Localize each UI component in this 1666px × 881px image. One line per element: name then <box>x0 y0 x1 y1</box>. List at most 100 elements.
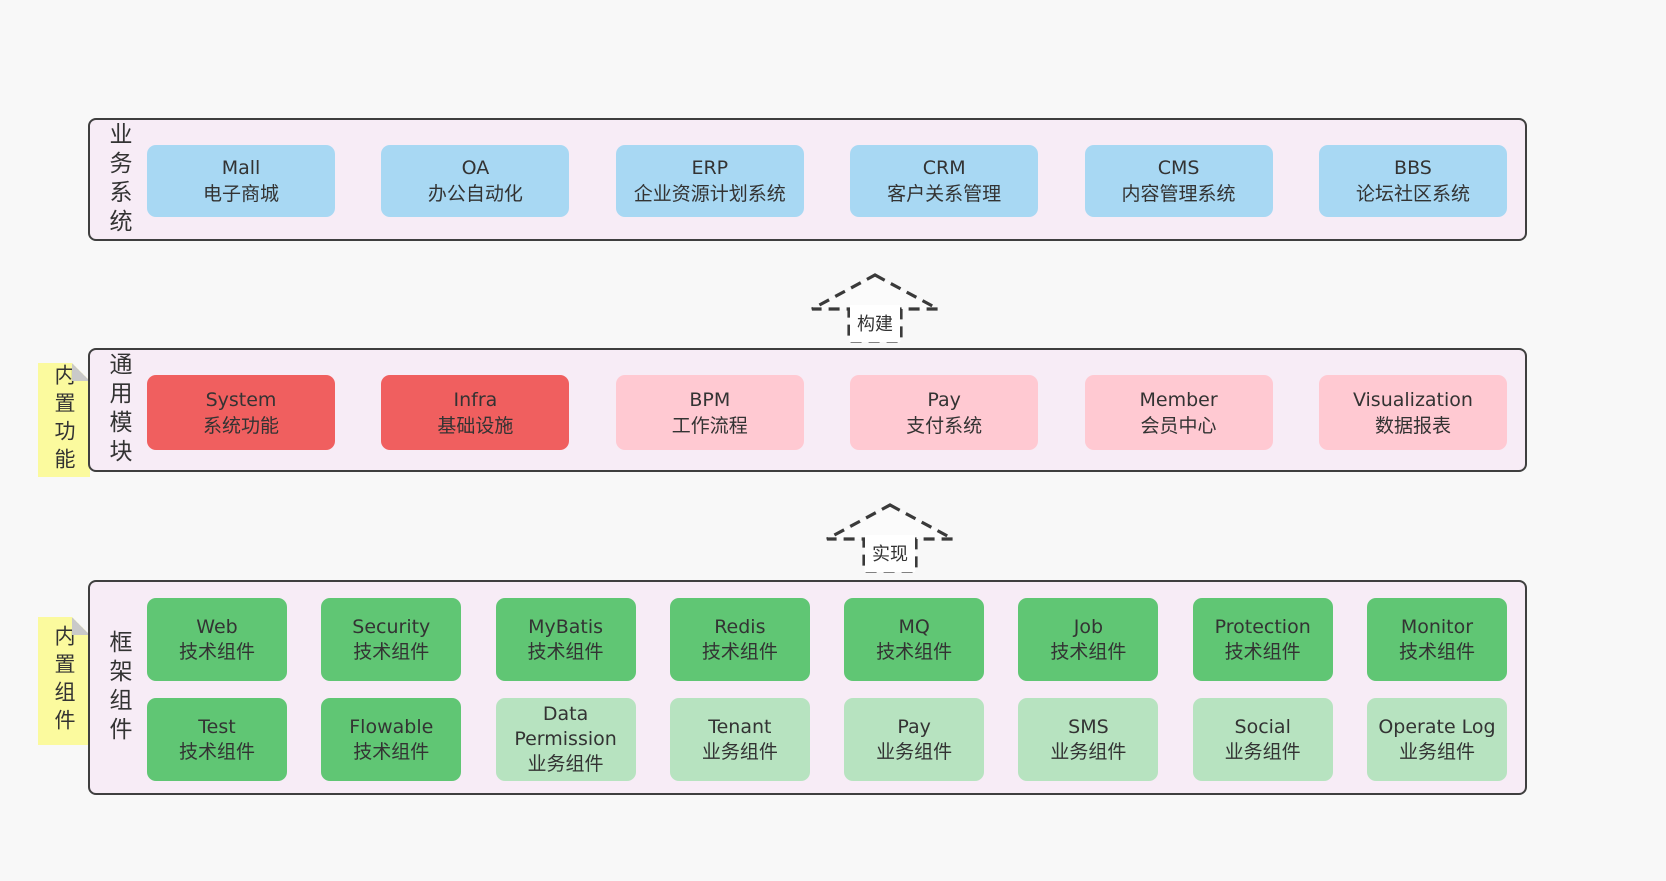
box-desc: 企业资源计划系统 <box>633 183 786 205</box>
arrow-implement-up: 实现 <box>826 503 954 573</box>
box-desc: 技术组件 <box>178 640 255 663</box>
box-protection: Protection 技术组件 <box>1192 598 1333 681</box>
box-name: Member <box>1139 388 1218 411</box>
box-name: Pay <box>927 388 961 411</box>
box-job: Job 技术组件 <box>1018 598 1159 681</box>
box-desc: 业务组件 <box>527 753 604 775</box>
box-name: Tenant <box>708 715 772 738</box>
box-desc: 业务组件 <box>1050 740 1127 763</box>
box-name: Redis <box>714 615 766 638</box>
box-desc: 数据报表 <box>1374 414 1451 437</box>
box-infra: Infra 基础设施 <box>381 375 570 450</box>
box-name: Job <box>1073 615 1104 638</box>
box-data-permission: Data Permission 业务组件 <box>495 698 636 781</box>
box-system: System 系统功能 <box>147 375 335 450</box>
box-desc: 技术组件 <box>353 640 430 663</box>
box-desc: 业务组件 <box>1224 740 1301 763</box>
sticky-note-builtin-components: 内置组件 <box>38 617 90 745</box>
layer-common-modules: 通用模块 System 系统功能 Infra 基础设施 BPM 工作流程 Pay… <box>88 348 1527 472</box>
box-desc: 工作流程 <box>671 414 748 437</box>
layer-modules-label: 通用模块 <box>105 352 131 468</box>
box-pay-component: Pay 业务组件 <box>844 698 985 781</box>
box-name: MQ <box>898 615 930 638</box>
box-desc: 客户关系管理 <box>887 183 1002 205</box>
box-desc: 技术组件 <box>527 640 604 663</box>
box-bbs: BBS 论坛社区系统 <box>1318 145 1507 217</box>
box-security: Security 技术组件 <box>321 598 462 681</box>
layer-business-label: 业务系统 <box>105 121 131 238</box>
business-box-row: Mall 电子商城 OA 办公自动化 ERP 企业资源计划系统 CRM 客户关系… <box>147 145 1507 217</box>
box-redis: Redis 技术组件 <box>669 598 810 681</box>
box-name: Monitor <box>1400 615 1474 638</box>
box-name: Mall <box>221 157 261 179</box>
box-test: Test 技术组件 <box>147 698 287 781</box>
box-name: MyBatis <box>528 615 604 638</box>
box-name: SMS <box>1068 715 1109 738</box>
box-desc: 支付系统 <box>906 414 983 437</box>
box-name: ERP <box>691 157 729 179</box>
box-desc: 系统功能 <box>202 414 279 437</box>
box-name: Security <box>352 615 431 638</box>
box-crm: CRM 客户关系管理 <box>850 145 1039 217</box>
box-desc: 技术组件 <box>701 640 778 663</box>
box-name: Social <box>1234 715 1291 738</box>
box-desc: 办公自动化 <box>427 183 523 205</box>
box-name: BBS <box>1394 157 1432 179</box>
layer-components-label: 框架组件 <box>105 629 131 746</box>
arrow-build-up: 构建 <box>811 273 939 343</box>
box-name: Protection <box>1214 615 1311 638</box>
box-bpm: BPM 工作流程 <box>615 375 804 450</box>
box-desc: 电子商城 <box>202 183 279 205</box>
box-sms: SMS 业务组件 <box>1018 698 1159 781</box>
box-web: Web 技术组件 <box>147 598 287 681</box>
box-mybatis: MyBatis 技术组件 <box>495 598 636 681</box>
box-desc: 技术组件 <box>353 740 430 763</box>
box-desc: 技术组件 <box>1224 640 1301 663</box>
box-name: BPM <box>689 388 731 411</box>
box-desc: 基础设施 <box>437 414 514 437</box>
box-desc: 业务组件 <box>876 740 953 763</box>
box-member: Member 会员中心 <box>1084 375 1273 450</box>
box-name: Pay <box>897 715 931 738</box>
box-desc: 业务组件 <box>701 740 778 763</box>
box-mall: Mall 电子商城 <box>147 145 335 217</box>
box-desc: 技术组件 <box>876 640 953 663</box>
box-oa: OA 办公自动化 <box>381 145 570 217</box>
box-desc: 内容管理系统 <box>1121 183 1236 205</box>
box-name: System <box>205 388 277 411</box>
box-name: Test <box>198 715 236 738</box>
box-flowable: Flowable 技术组件 <box>321 698 462 781</box>
box-erp: ERP 企业资源计划系统 <box>615 145 804 217</box>
box-desc: 论坛社区系统 <box>1355 183 1470 205</box>
layer-framework-components: 框架组件 Web 技术组件 Security 技术组件 MyBatis 技术组件… <box>88 580 1527 795</box>
box-monitor: Monitor 技术组件 <box>1366 598 1507 681</box>
box-social: Social 业务组件 <box>1192 698 1333 781</box>
box-desc: 会员中心 <box>1140 414 1217 437</box>
box-name: Infra <box>453 388 498 411</box>
box-name: CMS <box>1157 157 1200 179</box>
box-name: CRM <box>922 157 966 179</box>
box-name: Operate Log <box>1378 715 1496 738</box>
box-name: Data Permission <box>514 703 617 750</box>
arrow-build-label: 构建 <box>857 314 893 335</box>
box-visualization: Visualization 数据报表 <box>1318 375 1507 450</box>
box-desc: 业务组件 <box>1398 740 1475 763</box>
box-name: Visualization <box>1352 388 1473 411</box>
box-operate-log: Operate Log 业务组件 <box>1366 698 1507 781</box>
box-tenant: Tenant 业务组件 <box>669 698 810 781</box>
components-box-row-2: Test 技术组件 Flowable 技术组件 Data Permission … <box>147 698 1507 781</box>
components-box-row-1: Web 技术组件 Security 技术组件 MyBatis 技术组件 Redi… <box>147 598 1507 681</box>
modules-box-row: System 系统功能 Infra 基础设施 BPM 工作流程 Pay 支付系统… <box>147 375 1507 450</box>
sticky-note-builtin-features: 内置功能 <box>38 363 90 477</box>
box-pay-module: Pay 支付系统 <box>850 375 1039 450</box>
box-cms: CMS 内容管理系统 <box>1084 145 1273 217</box>
box-desc: 技术组件 <box>1398 640 1475 663</box>
box-desc: 技术组件 <box>178 740 255 763</box>
layer-business-systems: 业务系统 Mall 电子商城 OA 办公自动化 ERP 企业资源计划系统 CRM… <box>88 118 1527 241</box>
box-name: Flowable <box>349 715 434 738</box>
box-desc: 技术组件 <box>1050 640 1127 663</box>
box-name: OA <box>461 157 490 179</box>
arrow-implement-label: 实现 <box>872 544 908 565</box>
box-mq: MQ 技术组件 <box>844 598 985 681</box>
